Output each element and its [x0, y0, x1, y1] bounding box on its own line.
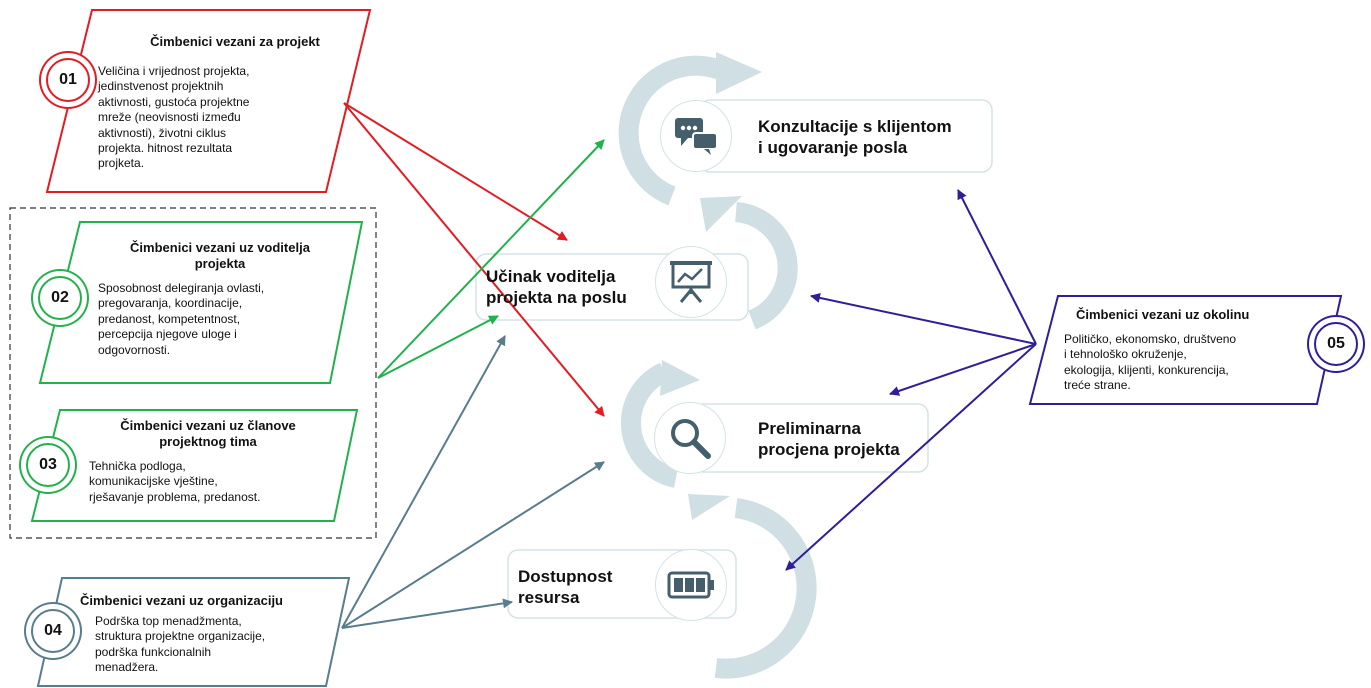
factor-number-01: 01 — [46, 58, 90, 102]
factor-text-04: Podrška top menadžmenta, struktura proje… — [95, 614, 266, 675]
factor-number-02: 02 — [38, 276, 82, 320]
factor-shape-01 — [45, 9, 372, 193]
factor-text-02: Sposobnost delegiranja ovlasti, pregovar… — [98, 281, 265, 357]
factor-title-04: Čimbenici vezani uz organizaciju — [80, 593, 283, 608]
presentation-board-icon — [655, 246, 727, 318]
factor-text-03: Tehnička podloga, komunikacijske vještin… — [89, 459, 261, 504]
stage-label-manager-performance: Učinak voditelja projekta na poslu — [486, 267, 627, 307]
factor-title-01: Čimbenici vezani za projekt — [150, 34, 320, 49]
factor-text-01: Veličina i vrijednost projekta, jedinstv… — [98, 64, 250, 171]
factor-shape-02 — [38, 221, 364, 384]
factor-shape-05 — [1028, 295, 1343, 405]
cycle-arrowheads — [660, 52, 762, 520]
organization-factor-arrows — [341, 335, 605, 629]
stage-label-preliminary: Preliminarna procjena projekta — [758, 419, 900, 459]
factor-number-04: 04 — [31, 609, 75, 653]
manager-team-group — [9, 207, 377, 539]
stage-label-resources: Dostupnost resursa — [518, 567, 613, 607]
battery-icon — [655, 549, 727, 621]
environment-factor-arrows — [785, 189, 1037, 571]
factor-number-03: 03 — [26, 443, 70, 487]
chat-bubbles-icon — [660, 100, 732, 172]
factor-title-03: Čimbenici vezani uz članove projektnog t… — [120, 418, 296, 449]
factor-number-05: 05 — [1314, 322, 1358, 366]
factor-title-05: Čimbenici vezani uz okolinu — [1076, 307, 1250, 322]
manager-factor-arrows — [377, 139, 605, 379]
magnifier-icon — [654, 402, 726, 474]
factor-text-05: Političko, ekonomsko, društveno i tehnol… — [1064, 332, 1237, 393]
cycle-arrows — [618, 55, 817, 679]
stage-label-consultation: Konzultacije s klijentom i ugovaranje po… — [758, 117, 952, 157]
factor-title-02: Čimbenici vezani uz voditelja projekta — [130, 240, 310, 271]
